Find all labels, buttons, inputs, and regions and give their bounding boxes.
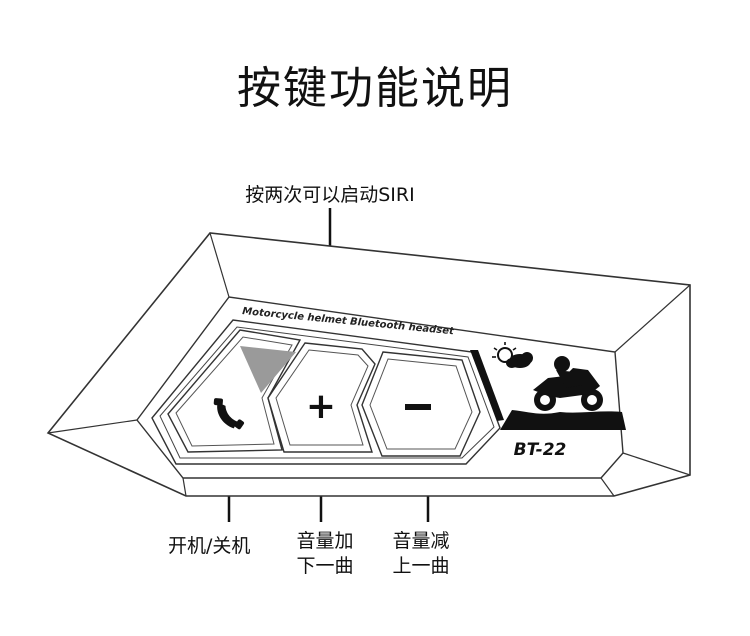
accent-stripe xyxy=(470,350,504,421)
volume-up-button[interactable]: + xyxy=(267,342,376,453)
volume-up-line1: 音量加 xyxy=(296,530,354,552)
page-title: 按键功能说明 xyxy=(237,63,513,114)
siri-callout: 按两次可以启动SIRI xyxy=(245,184,415,206)
phone-icon xyxy=(213,398,245,430)
volume-down-button[interactable] xyxy=(361,351,481,457)
motorcycle-icon xyxy=(533,356,603,411)
volume-down-line2: 上一曲 xyxy=(392,555,450,577)
ground-terrain xyxy=(500,410,626,430)
minus-symbol xyxy=(405,404,431,410)
plus-symbol: + xyxy=(306,386,336,427)
model-name: BT-22 xyxy=(514,440,567,460)
power-callout: 开机/关机 xyxy=(168,535,251,557)
volume-up-callout: 音量加 下一曲 xyxy=(290,529,360,579)
sun-cloud-icon xyxy=(492,342,533,368)
volume-down-line1: 音量减 xyxy=(392,530,450,552)
volume-up-line2: 下一曲 xyxy=(296,555,354,577)
triangle-indicator xyxy=(240,346,296,393)
volume-down-callout: 音量减 上一曲 xyxy=(386,529,456,579)
